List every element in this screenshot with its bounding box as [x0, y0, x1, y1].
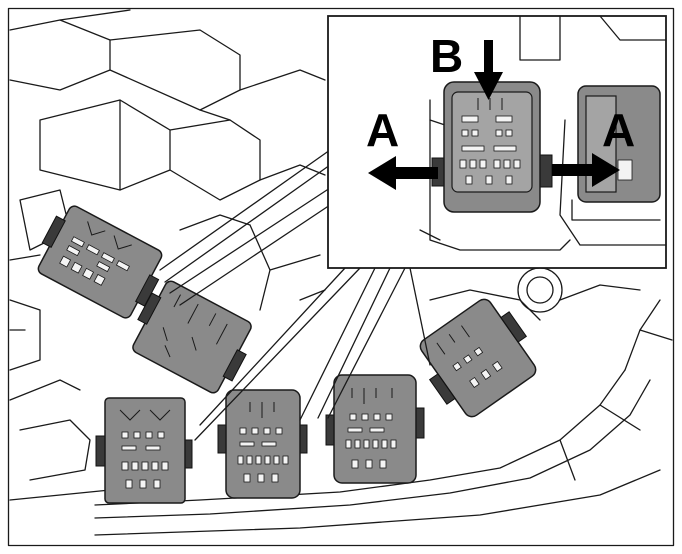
arrow-a-right [552, 153, 620, 187]
arrow-b-down [474, 40, 503, 100]
connector-3 [95, 397, 193, 504]
connector-tray [94, 267, 673, 536]
inset-detail-box: A A B [327, 15, 667, 269]
connector-6 [419, 298, 537, 418]
label-a-left: A [366, 104, 399, 156]
leader-lines [159, 149, 431, 441]
connector-4 [217, 389, 308, 499]
background-structure [9, 9, 326, 501]
figure-frame [7, 7, 675, 547]
label-a-right: A [602, 104, 635, 156]
label-b: B [430, 30, 463, 82]
connector-2 [132, 280, 252, 394]
arrow-a-left [368, 156, 438, 190]
inset-connector-pins [459, 98, 521, 185]
connector-1 [37, 205, 163, 319]
connector-5 [325, 374, 425, 484]
